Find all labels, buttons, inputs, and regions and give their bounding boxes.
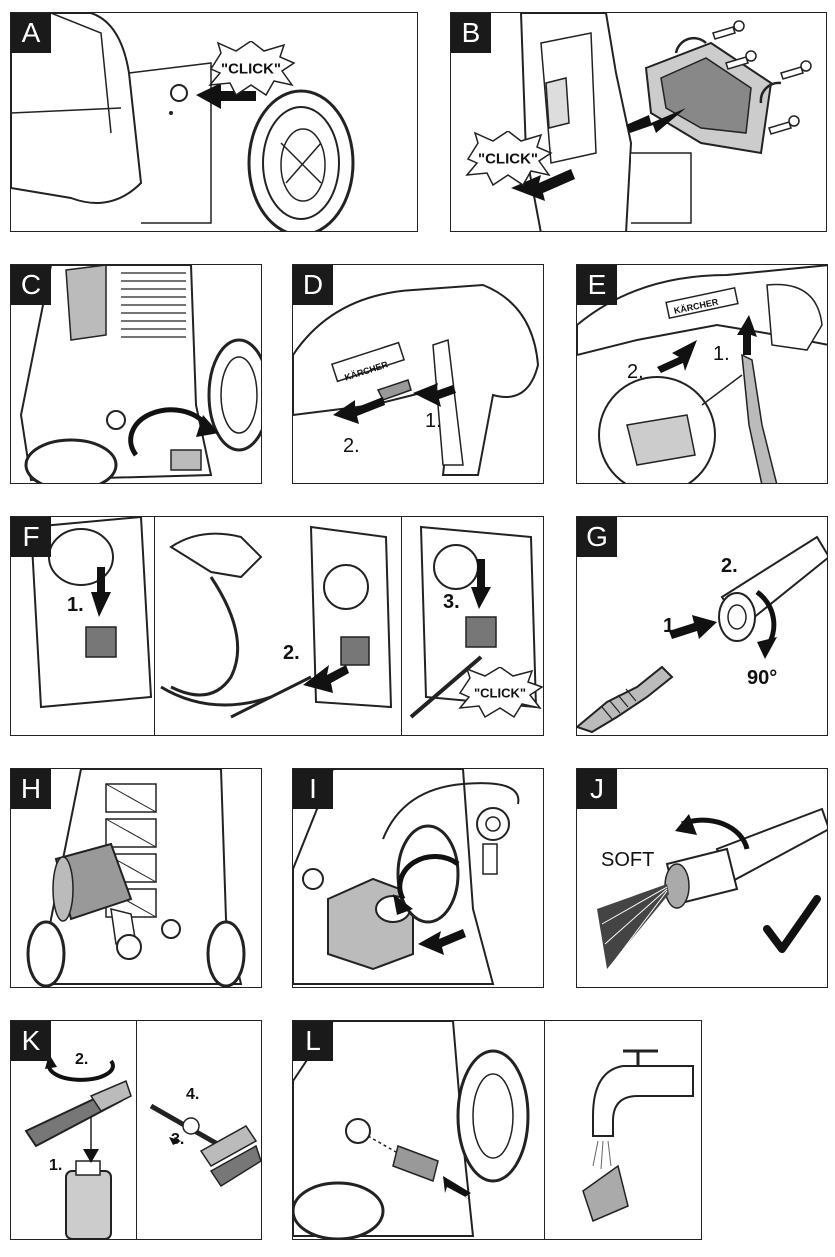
- panel-e: KÄRCHER E 1. 2.: [576, 264, 828, 484]
- nozzle-clean-illustration: [24, 1054, 261, 1239]
- step-2-label: 2.: [721, 555, 738, 577]
- panel-letter: B: [451, 13, 491, 53]
- holder-attach-illustration: [511, 13, 812, 231]
- panel-letter: L: [293, 1021, 333, 1061]
- panel-letter: J: [577, 769, 617, 809]
- panel-divider: [544, 1021, 545, 1239]
- step-2-label: 2.: [283, 642, 300, 664]
- step-1-label: 1.: [713, 343, 730, 365]
- click-burst: "CLICK": [206, 40, 296, 97]
- burst-shape: [458, 666, 543, 719]
- step-1-label: 1.: [49, 1157, 63, 1174]
- panel-letter: H: [11, 769, 51, 809]
- panel-letter: C: [11, 265, 51, 305]
- panel-letter: E: [577, 265, 617, 305]
- click-text: "CLICK": [220, 60, 282, 78]
- panel-divider: [154, 517, 155, 735]
- panel-letter: I: [293, 769, 333, 809]
- panel-letter: K: [11, 1021, 51, 1061]
- panel-letter: G: [577, 517, 617, 557]
- step-4-label: 4.: [186, 1086, 200, 1103]
- tank-cap-illustration: [293, 769, 520, 985]
- panel-i: I: [292, 768, 544, 988]
- step-3-label: 3.: [171, 1131, 185, 1148]
- angle-label: 90°: [747, 667, 778, 689]
- step-1-label: 1.: [663, 615, 680, 637]
- hose-coupling-illustration: [29, 517, 538, 719]
- click-text: "CLICK": [473, 685, 527, 701]
- lance-connect-illustration: KÄRCHER: [577, 265, 827, 483]
- panel-divider: [401, 517, 402, 735]
- trigger-gun-illustration: KÄRCHER: [293, 283, 540, 476]
- wheel-attach-illustration: [11, 13, 355, 231]
- step-2-label: 2.: [75, 1051, 89, 1068]
- panel-l: L: [292, 1020, 702, 1240]
- nozzle-attach-illustration: [577, 535, 827, 734]
- click-burst: "CLICK": [456, 666, 543, 719]
- panel-letter: A: [11, 13, 51, 53]
- step-3-label: 3.: [443, 591, 460, 613]
- click-burst: "CLICK": [463, 130, 553, 187]
- panel-k: K 1. 2. 3. 4.: [10, 1020, 262, 1240]
- step-1-label: 1.: [67, 594, 84, 616]
- panel-letter: D: [293, 265, 333, 305]
- panel-b: B "CLICK": [450, 12, 827, 232]
- step-2-label: 2.: [627, 361, 644, 383]
- panel-h: H: [10, 768, 262, 988]
- panel-d: KÄRCHER D 1. 2.: [292, 264, 544, 484]
- detergent-fill-illustration: [26, 769, 246, 987]
- soft-label: SOFT: [601, 849, 655, 871]
- panel-f: F 1. 2. 3. "CLICK": [10, 516, 544, 736]
- panel-c: C: [10, 264, 262, 484]
- panel-j: J SOFT: [576, 768, 828, 988]
- panel-g: G 1. 2. 90°: [576, 516, 828, 736]
- soft-spray-illustration: [597, 807, 827, 969]
- burst-shape: [208, 40, 296, 97]
- panel-a: A "CLICK": [10, 12, 418, 232]
- step-1-label: 1.: [425, 410, 442, 432]
- step-2-label: 2.: [343, 435, 360, 457]
- click-text: "CLICK": [477, 150, 539, 168]
- burst-shape: [465, 130, 553, 187]
- panel-letter: F: [11, 517, 51, 557]
- filter-clean-illustration: [293, 1021, 694, 1239]
- panel-divider: [136, 1021, 137, 1239]
- hose-connect-illustration: [19, 265, 261, 483]
